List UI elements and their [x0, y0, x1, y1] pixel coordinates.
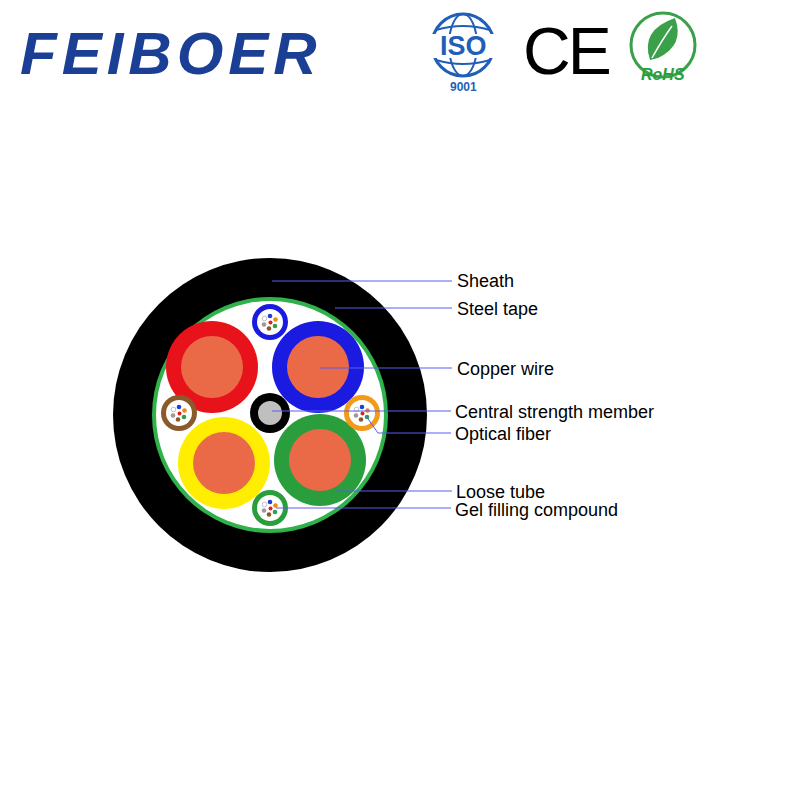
- leader-line: [272, 281, 452, 508]
- rohs-mark: RoHS: [641, 67, 685, 83]
- ce-mark: CE: [523, 18, 609, 84]
- loose-tube: [161, 304, 380, 526]
- callout-label: Sheath: [457, 272, 514, 290]
- iso-mark: ISO: [440, 33, 487, 60]
- callout-label: Steel tape: [457, 300, 538, 318]
- callout-label: Loose tube: [456, 483, 545, 501]
- callout-label: Gel filling compound: [455, 501, 618, 519]
- callout-label: Central strength member: [455, 403, 654, 421]
- brand-logo: FEIBOER: [20, 24, 322, 84]
- callout-label: Optical fiber: [455, 425, 551, 443]
- callout-label: Copper wire: [457, 360, 554, 378]
- iso-number: 9001: [450, 81, 477, 93]
- iso-logo: [426, 14, 500, 76]
